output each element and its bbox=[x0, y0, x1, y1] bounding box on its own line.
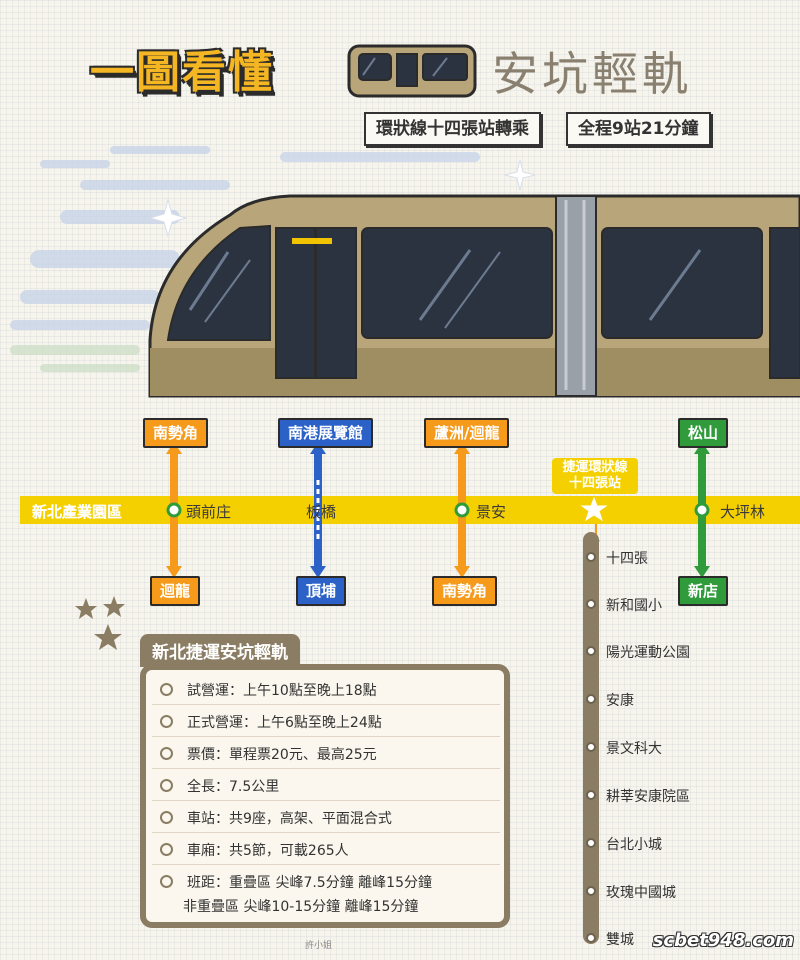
info-row-text: 車站：共9座，高架、平面混合式 bbox=[187, 811, 392, 827]
info-row: 試營運：上午10點至晚上18點 bbox=[152, 678, 500, 705]
station-label: 板橋 bbox=[306, 503, 337, 521]
connection-box: 南勢角 bbox=[432, 576, 498, 606]
bullet-icon bbox=[160, 715, 173, 728]
connection-box: 頂埔 bbox=[296, 576, 347, 606]
branch-station-label: 玫瑰中國城 bbox=[606, 885, 676, 901]
watermark: scbet948.com bbox=[652, 930, 794, 951]
branch-station-label: 耕莘安康院區 bbox=[606, 789, 690, 805]
branch-station-label: 新和國小 bbox=[606, 598, 662, 614]
connector-blue bbox=[310, 442, 326, 578]
branch-station-dots bbox=[586, 552, 596, 943]
station-label: 大坪林 bbox=[720, 503, 766, 521]
bullet-icon bbox=[160, 747, 173, 760]
tram-icon bbox=[347, 44, 477, 98]
info-row: 車站：共9座，高架、平面混合式 bbox=[152, 806, 500, 833]
branch-line-bar bbox=[583, 532, 599, 944]
info-row-text: 車廂：共5節，可載265人 bbox=[187, 843, 349, 859]
artist-signature: 許小姐 bbox=[305, 941, 333, 951]
main-line-bar bbox=[20, 496, 800, 524]
tram-illustration bbox=[10, 146, 800, 398]
station-dot bbox=[166, 502, 182, 518]
branch-station-label: 景文科大 bbox=[606, 741, 662, 757]
branch-station-label: 雙城 bbox=[606, 932, 634, 948]
branch-station-label: 安康 bbox=[606, 693, 634, 709]
station-dot bbox=[694, 502, 710, 518]
info-row-text: 試營運：上午10點至晚上18點 bbox=[187, 683, 377, 699]
bullet-icon bbox=[160, 811, 173, 824]
decorative-stars-icon bbox=[75, 596, 125, 650]
connection-box: 迴龍 bbox=[150, 576, 201, 606]
branch-station-label: 十四張 bbox=[606, 551, 648, 567]
branch-station-label: 台北小城 bbox=[606, 837, 662, 853]
transfer-star-icon bbox=[580, 496, 608, 522]
info-title: 新北捷運安坑輕軌 bbox=[140, 634, 300, 667]
bullet-icon bbox=[160, 683, 173, 696]
route-map bbox=[20, 442, 800, 944]
info-row: 車廂：共5節，可載265人 bbox=[152, 838, 500, 865]
info-row: 班距：重疊區 尖峰7.5分鐘 離峰15分鐘 bbox=[152, 870, 500, 896]
bullet-icon bbox=[160, 875, 173, 888]
info-row-text: 票價：單程票20元、最高25元 bbox=[187, 747, 377, 763]
info-row: 全長：7.5公里 bbox=[152, 774, 500, 801]
info-row-continued: 非重疊區 尖峰10-15分鐘 離峰15分鐘 bbox=[183, 899, 419, 915]
connection-box: 松山 bbox=[678, 418, 729, 448]
info-row: 票價：單程票20元、最高25元 bbox=[152, 742, 500, 769]
info-row-text: 全長：7.5公里 bbox=[187, 779, 280, 795]
info-row: 正式營運：上午6點至晚上24點 bbox=[152, 710, 500, 737]
connection-box: 南港展覽館 bbox=[278, 418, 374, 448]
branch-station-label: 陽光運動公園 bbox=[606, 645, 690, 661]
connection-box: 蘆洲/迴龍 bbox=[424, 418, 510, 448]
connection-box: 新店 bbox=[678, 576, 729, 606]
tag-duration: 全程9站21分鐘 bbox=[566, 112, 711, 146]
info-row-text: 正式營運：上午6點至晚上24點 bbox=[187, 715, 382, 731]
station-label: 新北產業園區 bbox=[32, 503, 123, 521]
tag-transfer: 環狀線十四張站轉乘 bbox=[364, 112, 541, 146]
bullet-icon bbox=[160, 843, 173, 856]
transfer-label: 捷運環狀線 十四張站 bbox=[552, 458, 638, 494]
title-main: 一圖看懂 bbox=[90, 47, 274, 98]
connection-box: 南勢角 bbox=[143, 418, 209, 448]
title-sub: 安坑輕軌 bbox=[492, 47, 692, 101]
station-dot bbox=[454, 502, 470, 518]
station-label: 景安 bbox=[476, 503, 507, 521]
info-row-text: 班距：重疊區 尖峰7.5分鐘 離峰15分鐘 bbox=[187, 875, 432, 891]
info-panel bbox=[140, 664, 510, 928]
bullet-icon bbox=[160, 779, 173, 792]
station-label: 頭前庄 bbox=[186, 503, 232, 521]
